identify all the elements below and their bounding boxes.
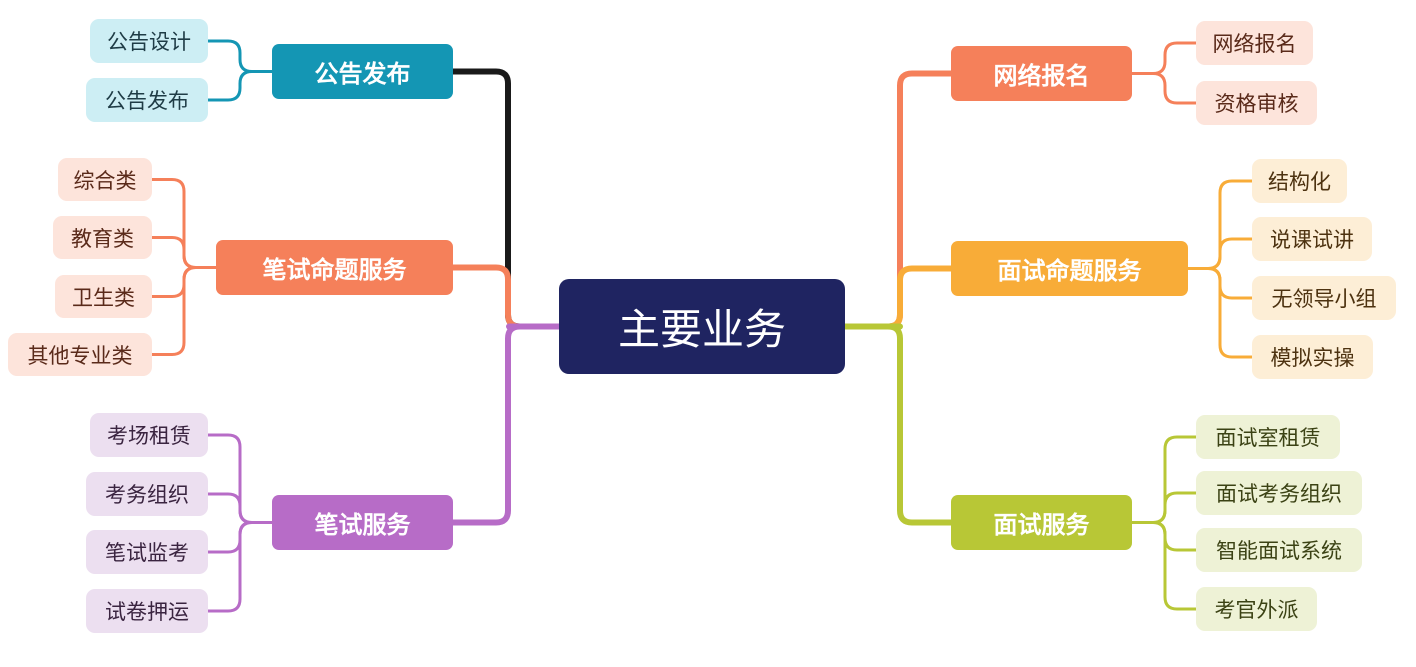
leaf-node-written-proposition: 其他专业类 [8,333,152,376]
connector-line [450,323,562,526]
branch-node-written-service: 笔试服务 [272,495,453,550]
branch-node-online-registration: 网络报名 [951,46,1132,101]
leaf-node-announce: 公告设计 [90,19,208,63]
connector-line [1130,72,1198,105]
root-node: 主要业务 [559,279,845,374]
leaf-node-interview-proposition: 说课试讲 [1252,217,1372,261]
leaf-node-announce: 公告发布 [86,78,208,122]
leaf-node-written-service: 试卷押运 [86,589,208,633]
leaf-node-interview-proposition: 无领导小组 [1252,276,1396,320]
leaf-node-written-proposition: 教育类 [53,216,152,259]
leaf-node-written-service: 笔试监考 [86,530,208,574]
connector-line [842,323,954,526]
branch-node-written-proposition: 笔试命题服务 [216,240,453,295]
connector-line [206,39,274,73]
connector-line [150,236,218,269]
leaf-node-online-registration: 资格审核 [1196,81,1317,125]
leaf-node-interview-proposition: 模拟实操 [1252,335,1373,379]
leaf-node-interview-service: 智能面试系统 [1196,528,1362,572]
connector-line [842,265,954,330]
leaf-node-interview-service: 面试室租赁 [1196,415,1340,459]
leaf-node-interview-service: 面试考务组织 [1196,471,1362,515]
branch-node-announce: 公告发布 [272,44,453,99]
connector-line [1186,267,1254,359]
leaf-node-interview-proposition: 结构化 [1252,159,1347,203]
branch-node-interview-proposition: 面试命题服务 [951,241,1188,296]
branch-node-interview-service: 面试服务 [951,495,1132,550]
connector-line [150,266,218,356]
leaf-node-written-service: 考场租赁 [90,413,208,457]
connector-line [1130,521,1198,611]
connector-line [206,70,274,102]
leaf-node-written-proposition: 卫生类 [55,275,152,318]
leaf-node-online-registration: 网络报名 [1196,21,1313,65]
connector-line [206,521,274,613]
leaf-node-written-service: 考务组织 [86,472,208,516]
leaf-node-written-proposition: 综合类 [58,158,152,201]
leaf-node-interview-service: 考官外派 [1196,587,1317,631]
connector-line [1130,41,1198,75]
connector-line [450,264,562,330]
